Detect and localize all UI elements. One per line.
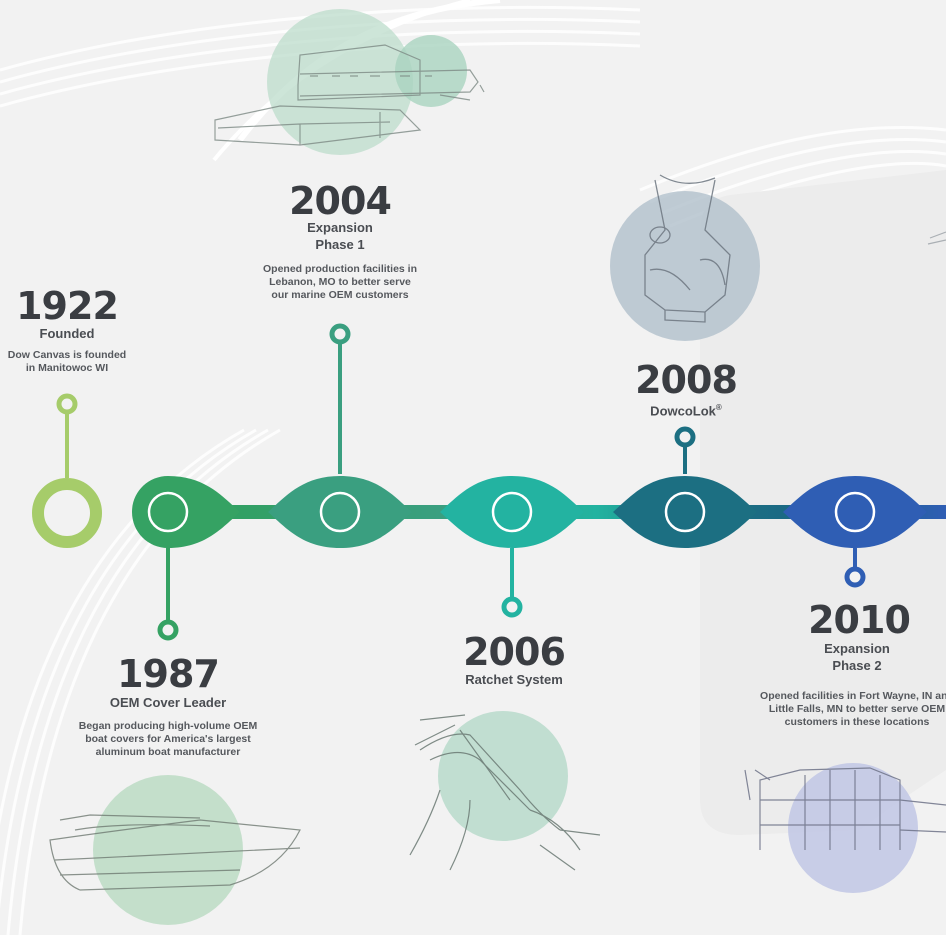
year-2004: 2004 (289, 179, 392, 223)
node-2008[interactable] (613, 426, 757, 548)
desc-2004-line: Lebanon, MO to better serve (269, 276, 411, 288)
year-1987: 1987 (117, 652, 220, 696)
illustration-2010-facility (744, 763, 946, 893)
title-2008: DowcoLok® (650, 399, 722, 419)
desc-2004: Opened production facilities in Lebanon,… (263, 263, 417, 302)
title-2008-text: DowcoLok (650, 403, 716, 419)
node-2010[interactable] (783, 476, 927, 588)
illustration-2006-hand (409, 711, 601, 871)
year-2010: 2010 (808, 598, 911, 642)
node-1922[interactable] (32, 393, 102, 548)
year-1922: 1922 (16, 284, 119, 328)
desc-1922-line: Dow Canvas is founded (7, 349, 127, 361)
title-1922: Founded (39, 326, 95, 341)
title-1987: OEM Cover Leader (109, 695, 227, 710)
year-2006: 2006 (463, 630, 566, 674)
title-2010: Expansion Phase 2 (824, 640, 890, 674)
title-2004-line: Phase 1 (315, 237, 365, 252)
title-2004-line: Expansion (307, 220, 373, 235)
title-2010-line: Expansion (824, 641, 890, 656)
desc-1922-line: in Manitowoc WI (25, 362, 109, 374)
desc-2004-line: Opened production facilities in (262, 263, 418, 275)
desc-1922: Dow Canvas is founded in Manitowoc WI (8, 349, 126, 375)
title-2010-line: Phase 2 (832, 658, 882, 673)
illustration-right-edge (927, 231, 946, 245)
year-2008: 2008 (635, 358, 738, 402)
desc-2010: Opened facilities in Fort Wayne, IN and … (760, 690, 946, 729)
node-2004[interactable] (268, 323, 412, 548)
desc-1987-line: Began producing high-volume OEM (78, 720, 258, 732)
desc-2004-line: our marine OEM customers (271, 289, 409, 301)
illustration-1987-boat (49, 775, 301, 925)
desc-1987-line: boat covers for America's largest (85, 733, 251, 745)
node-2006[interactable] (440, 476, 584, 618)
desc-1987: Began producing high-volume OEM boat cov… (79, 720, 258, 759)
desc-1987-line: aluminum boat manufacturer (95, 746, 241, 758)
illustration-2008-fastener (610, 174, 760, 341)
desc-2010-line: customers in these locations (784, 716, 930, 728)
desc-2010-line: Opened facilities in Fort Wayne, IN and (760, 690, 946, 702)
title-2006: Ratchet System (465, 672, 563, 687)
registered-mark: ® (715, 403, 722, 412)
node-1987[interactable] (132, 476, 240, 641)
desc-2010-line: Little Falls, MN to better serve OEM (768, 703, 946, 715)
illustration-2004-building (214, 9, 485, 155)
title-2004: Expansion Phase 1 (307, 219, 373, 253)
